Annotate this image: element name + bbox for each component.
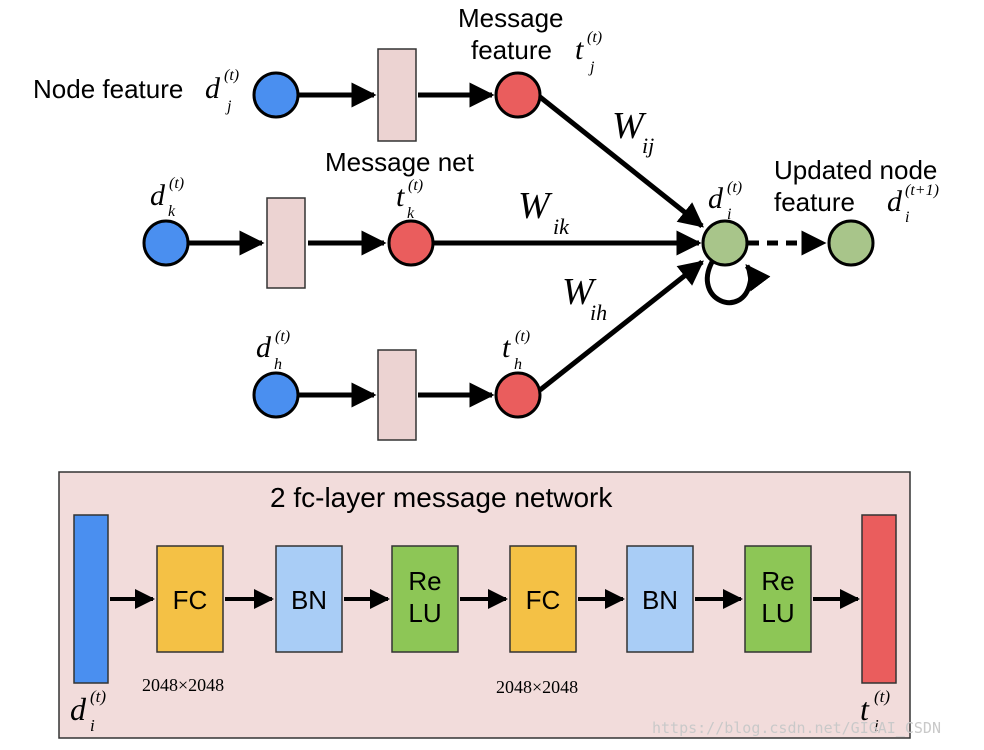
label-updated-line1: Updated node bbox=[774, 155, 937, 185]
label-node-feature: Node feature bbox=[33, 74, 183, 104]
message-net-box-j bbox=[377, 48, 417, 142]
message-feature-tj bbox=[494, 71, 542, 119]
sym-th-base: t bbox=[502, 331, 511, 364]
dim-label-2: 2048×2048 bbox=[496, 677, 578, 697]
sym-di-next-sub: i bbox=[905, 209, 909, 226]
sym-input-sup: (t) bbox=[90, 687, 106, 706]
layer-fc-1 bbox=[156, 545, 224, 653]
sym-Wij: W ij bbox=[612, 105, 654, 158]
sym-dk-base: d bbox=[150, 179, 166, 212]
panel-title: 2 fc-layer message network bbox=[270, 482, 613, 513]
sym-Wij-sub: ij bbox=[642, 133, 654, 158]
sym-di: d (t) i bbox=[708, 179, 742, 223]
sym-dj-base: d bbox=[205, 72, 221, 105]
sym-th: t (t) h bbox=[502, 328, 530, 373]
edge-Wij bbox=[538, 95, 704, 228]
sym-Wij-base: W bbox=[612, 105, 647, 147]
sym-input-di: d (t) i bbox=[70, 687, 106, 735]
layer-relu-2-label-2: LU bbox=[761, 598, 794, 628]
sym-dh-base: d bbox=[256, 331, 272, 364]
layer-fc-2 bbox=[509, 545, 577, 653]
label-message-line2: feature bbox=[471, 35, 552, 65]
sym-th-sup: (t) bbox=[515, 328, 530, 345]
sym-Wik-base: W bbox=[518, 185, 553, 227]
sym-tk-sup: (t) bbox=[408, 177, 423, 194]
sym-tk-base: t bbox=[396, 180, 405, 213]
sym-dk-sup: (t) bbox=[169, 175, 184, 192]
edge-Wih bbox=[538, 260, 704, 392]
layer-bn-1-label: BN bbox=[291, 585, 327, 615]
sym-output-ti: t (t) i bbox=[860, 687, 890, 735]
layer-relu-2-label-1: Re bbox=[761, 566, 794, 596]
sym-output-base: t bbox=[860, 691, 870, 727]
sym-dj-sup: (t) bbox=[224, 67, 239, 84]
layer-bn-1 bbox=[275, 545, 343, 653]
node-di bbox=[701, 219, 749, 267]
sym-input-sub: i bbox=[90, 716, 95, 735]
layer-relu-1-label-1: Re bbox=[408, 566, 441, 596]
layer-relu-1 bbox=[391, 545, 459, 653]
sym-Wih-base: W bbox=[562, 271, 597, 313]
sym-Wih: W ih bbox=[562, 271, 607, 325]
sym-dk-sub: k bbox=[168, 203, 176, 220]
message-feature-th bbox=[494, 371, 542, 419]
sym-di-next-base: d bbox=[887, 185, 903, 218]
watermark: https://blog.csdn.net/GIGAI_CSDN bbox=[652, 719, 941, 737]
sym-output-sup: (t) bbox=[874, 687, 890, 706]
sym-dk: d (t) k bbox=[150, 175, 184, 220]
sym-tk: t (t) k bbox=[396, 177, 423, 222]
sym-di-next-sup: (t+1) bbox=[905, 182, 939, 199]
sym-dj: d (t) j bbox=[205, 67, 239, 115]
sym-di-sup: (t) bbox=[727, 179, 742, 196]
sym-di-base: d bbox=[708, 182, 724, 215]
sym-dh-sub: h bbox=[274, 356, 282, 373]
message-net-box-k bbox=[266, 197, 306, 289]
sym-dh: d (t) h bbox=[256, 328, 290, 373]
label-message-line1: Message bbox=[458, 3, 564, 33]
sym-Wik-sub: ik bbox=[553, 214, 570, 239]
sym-output-sub: i bbox=[874, 716, 879, 735]
layer-fc-1-label: FC bbox=[173, 585, 208, 615]
layer-bn-2 bbox=[626, 545, 694, 653]
layer-relu-2 bbox=[744, 545, 812, 653]
message-net-box-h bbox=[377, 349, 417, 441]
updated-node-di bbox=[827, 219, 875, 267]
sym-tj: t (t) j bbox=[575, 29, 602, 76]
sym-Wik: W ik bbox=[518, 185, 570, 239]
layer-relu-1-label-2: LU bbox=[408, 598, 441, 628]
layer-fc-2-label: FC bbox=[526, 585, 561, 615]
sym-tj-sup: (t) bbox=[587, 29, 602, 46]
output-bar bbox=[861, 514, 897, 684]
sym-tk-sub: k bbox=[407, 205, 415, 222]
node-feature-dk bbox=[142, 219, 190, 267]
label-message-net: Message net bbox=[325, 147, 475, 177]
label-updated-line2: feature bbox=[774, 187, 855, 217]
node-feature-dj bbox=[252, 71, 300, 119]
node-feature-dh bbox=[252, 371, 300, 419]
input-bar bbox=[73, 514, 109, 684]
layer-bn-2-label: BN bbox=[642, 585, 678, 615]
sym-dh-sup: (t) bbox=[275, 328, 290, 345]
sym-input-base: d bbox=[70, 691, 87, 727]
sym-di-sub: i bbox=[727, 206, 731, 223]
sym-dj-sub: j bbox=[225, 98, 232, 115]
sym-tj-base: t bbox=[575, 33, 584, 66]
dim-label-1: 2048×2048 bbox=[142, 675, 224, 695]
sym-tj-sub: j bbox=[588, 59, 595, 76]
sym-th-sub: h bbox=[514, 356, 522, 373]
self-loop bbox=[704, 260, 771, 305]
sym-di-next: d (t+1) i bbox=[887, 182, 939, 226]
sym-Wih-sub: ih bbox=[590, 300, 607, 325]
message-feature-tk bbox=[387, 219, 435, 267]
